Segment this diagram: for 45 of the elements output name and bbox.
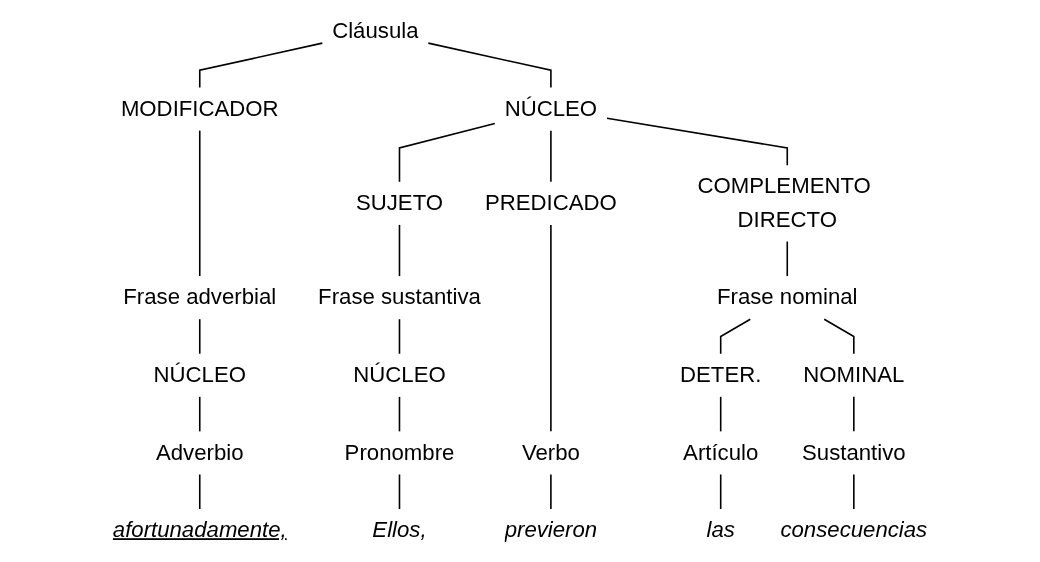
connector bbox=[398, 473, 401, 510]
node-text: Cláusula bbox=[332, 18, 419, 44]
node-text: consecuencias bbox=[780, 517, 928, 543]
node-text: NÚCLEO bbox=[504, 96, 598, 121]
node-text: Artículo bbox=[683, 439, 759, 465]
node-text: Ellos, bbox=[372, 517, 427, 543]
node-text: Verbo bbox=[521, 439, 580, 465]
node-text: SUJETO bbox=[355, 190, 444, 216]
connector bbox=[786, 240, 789, 277]
connector bbox=[550, 129, 552, 183]
node-text: Adverbio bbox=[155, 439, 244, 465]
node-text: NÚCLEO bbox=[353, 362, 446, 387]
connector bbox=[198, 129, 201, 277]
connector bbox=[398, 318, 401, 355]
node-text: Sustantivo bbox=[802, 439, 906, 465]
node-text: las bbox=[706, 517, 735, 543]
node-text: PREDICADO bbox=[484, 190, 617, 216]
node-text: Frase adverbial bbox=[123, 284, 277, 310]
connector bbox=[719, 318, 752, 355]
node-text: previeron bbox=[504, 517, 598, 543]
connector bbox=[198, 318, 201, 355]
connector bbox=[719, 396, 722, 433]
connector bbox=[823, 318, 855, 355]
connector bbox=[427, 42, 552, 89]
connector bbox=[550, 473, 552, 510]
node-text: afortunadamente, bbox=[112, 517, 287, 543]
node-text: COMPLEMENTO DIRECTO bbox=[697, 173, 871, 232]
node-text: Frase sustantiva bbox=[318, 284, 481, 310]
connector bbox=[550, 224, 552, 433]
node-text: NÚCLEO bbox=[153, 362, 246, 387]
connector bbox=[853, 396, 855, 433]
connector bbox=[398, 396, 401, 433]
connector bbox=[198, 42, 324, 89]
connector bbox=[198, 473, 201, 510]
connector bbox=[198, 396, 201, 433]
connector bbox=[719, 473, 722, 510]
connector bbox=[606, 117, 789, 166]
node-text: Frase nominal bbox=[716, 284, 858, 310]
node-text: DETER. bbox=[680, 362, 762, 387]
node-text: Pronombre bbox=[344, 439, 455, 465]
connector bbox=[853, 473, 855, 510]
node-text: MODIFICADOR bbox=[120, 96, 279, 121]
node-text: NOMINAL bbox=[803, 362, 905, 387]
connector bbox=[398, 224, 401, 277]
connector bbox=[398, 122, 496, 183]
